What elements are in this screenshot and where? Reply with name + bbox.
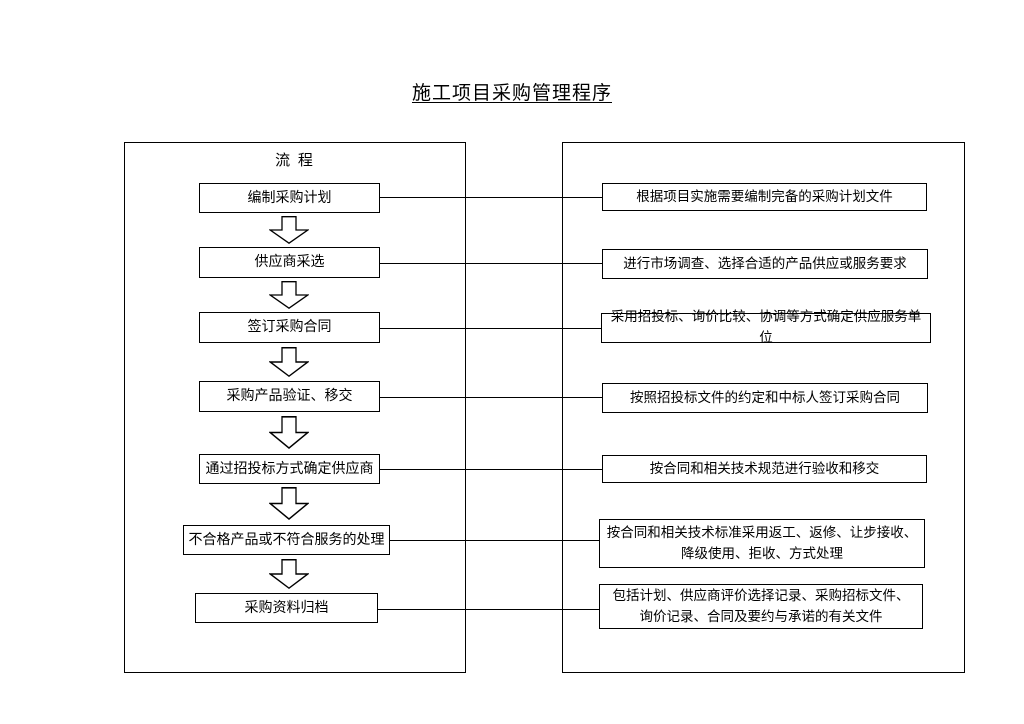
flow-step-label: 不合格产品或不符合服务的处理 bbox=[188, 532, 385, 548]
flow-panel-header: 流 程 bbox=[275, 153, 315, 169]
flow-step-label: 签订采购合同 bbox=[247, 320, 332, 335]
note-text: 按照招投标文件的约定和中标人签订采购合同 bbox=[630, 389, 900, 405]
page-title: 施工项目采购管理程序 bbox=[411, 83, 612, 104]
note-box-4: 按照招投标文件的约定和中标人签订采购合同 bbox=[602, 383, 928, 413]
note-text: 根据项目实施需要编制完备的采购计划文件 bbox=[636, 188, 893, 204]
flow-step-label: 供应商采选 bbox=[254, 255, 325, 270]
connector-line-7 bbox=[378, 609, 599, 610]
note-box-2: 进行市场调查、选择合适的产品供应或服务要求 bbox=[602, 249, 928, 279]
note-box-5: 按合同和相关技术规范进行验收和移交 bbox=[602, 455, 927, 483]
note-box-6: 按合同和相关技术标准采用返工、返修、让步接收、降级使用、拒收、方式处理 bbox=[599, 519, 925, 568]
flow-step-label: 编制采购计划 bbox=[247, 190, 332, 206]
down-arrow-icon bbox=[269, 347, 309, 377]
note-text: 采用招投标、询价比较、协调等方式确定供应服务单位 bbox=[610, 309, 922, 345]
note-text: 进行市场调查、选择合适的产品供应或服务要求 bbox=[623, 255, 907, 271]
connector-line-6 bbox=[390, 540, 599, 541]
connector-line-3 bbox=[380, 328, 601, 329]
flow-step-box-1: 编制采购计划 bbox=[199, 183, 380, 213]
note-text: 按合同和相关技术标准采用返工、返修、让步接收、降级使用、拒收、方式处理 bbox=[606, 524, 918, 561]
note-text: 包括计划、供应商评价选择记录、采购招标文件、询价记录、合同及要约与承诺的有关文件 bbox=[612, 587, 910, 624]
flow-step-box-2: 供应商采选 bbox=[199, 247, 380, 278]
note-box-7: 包括计划、供应商评价选择记录、采购招标文件、询价记录、合同及要约与承诺的有关文件 bbox=[599, 584, 923, 629]
note-box-3: 采用招投标、询价比较、协调等方式确定供应服务单位 bbox=[601, 309, 931, 345]
note-box-1: 根据项目实施需要编制完备的采购计划文件 bbox=[602, 183, 927, 211]
down-arrow-icon bbox=[269, 416, 309, 449]
connector-line-1 bbox=[380, 197, 602, 198]
flow-step-label: 采购资料归档 bbox=[244, 600, 329, 616]
flow-step-label: 采购产品验证、移交 bbox=[226, 389, 353, 404]
flow-step-box-4: 采购产品验证、移交 bbox=[199, 381, 380, 412]
down-arrow-icon bbox=[269, 281, 309, 309]
down-arrow-icon bbox=[269, 216, 309, 244]
flow-step-box-3: 签订采购合同 bbox=[199, 312, 380, 343]
connector-line-2 bbox=[380, 263, 602, 264]
note-text: 按合同和相关技术规范进行验收和移交 bbox=[649, 460, 880, 476]
connector-line-5 bbox=[380, 469, 602, 470]
flow-step-box-6: 不合格产品或不符合服务的处理 bbox=[183, 525, 390, 555]
flow-step-box-5: 通过招投标方式确定供应商 bbox=[199, 454, 380, 484]
down-arrow-icon bbox=[269, 559, 309, 589]
connector-line-4 bbox=[380, 397, 602, 398]
down-arrow-icon bbox=[269, 487, 309, 520]
flow-step-label: 通过招投标方式确定供应商 bbox=[205, 461, 374, 477]
flow-step-box-7: 采购资料归档 bbox=[195, 593, 378, 623]
